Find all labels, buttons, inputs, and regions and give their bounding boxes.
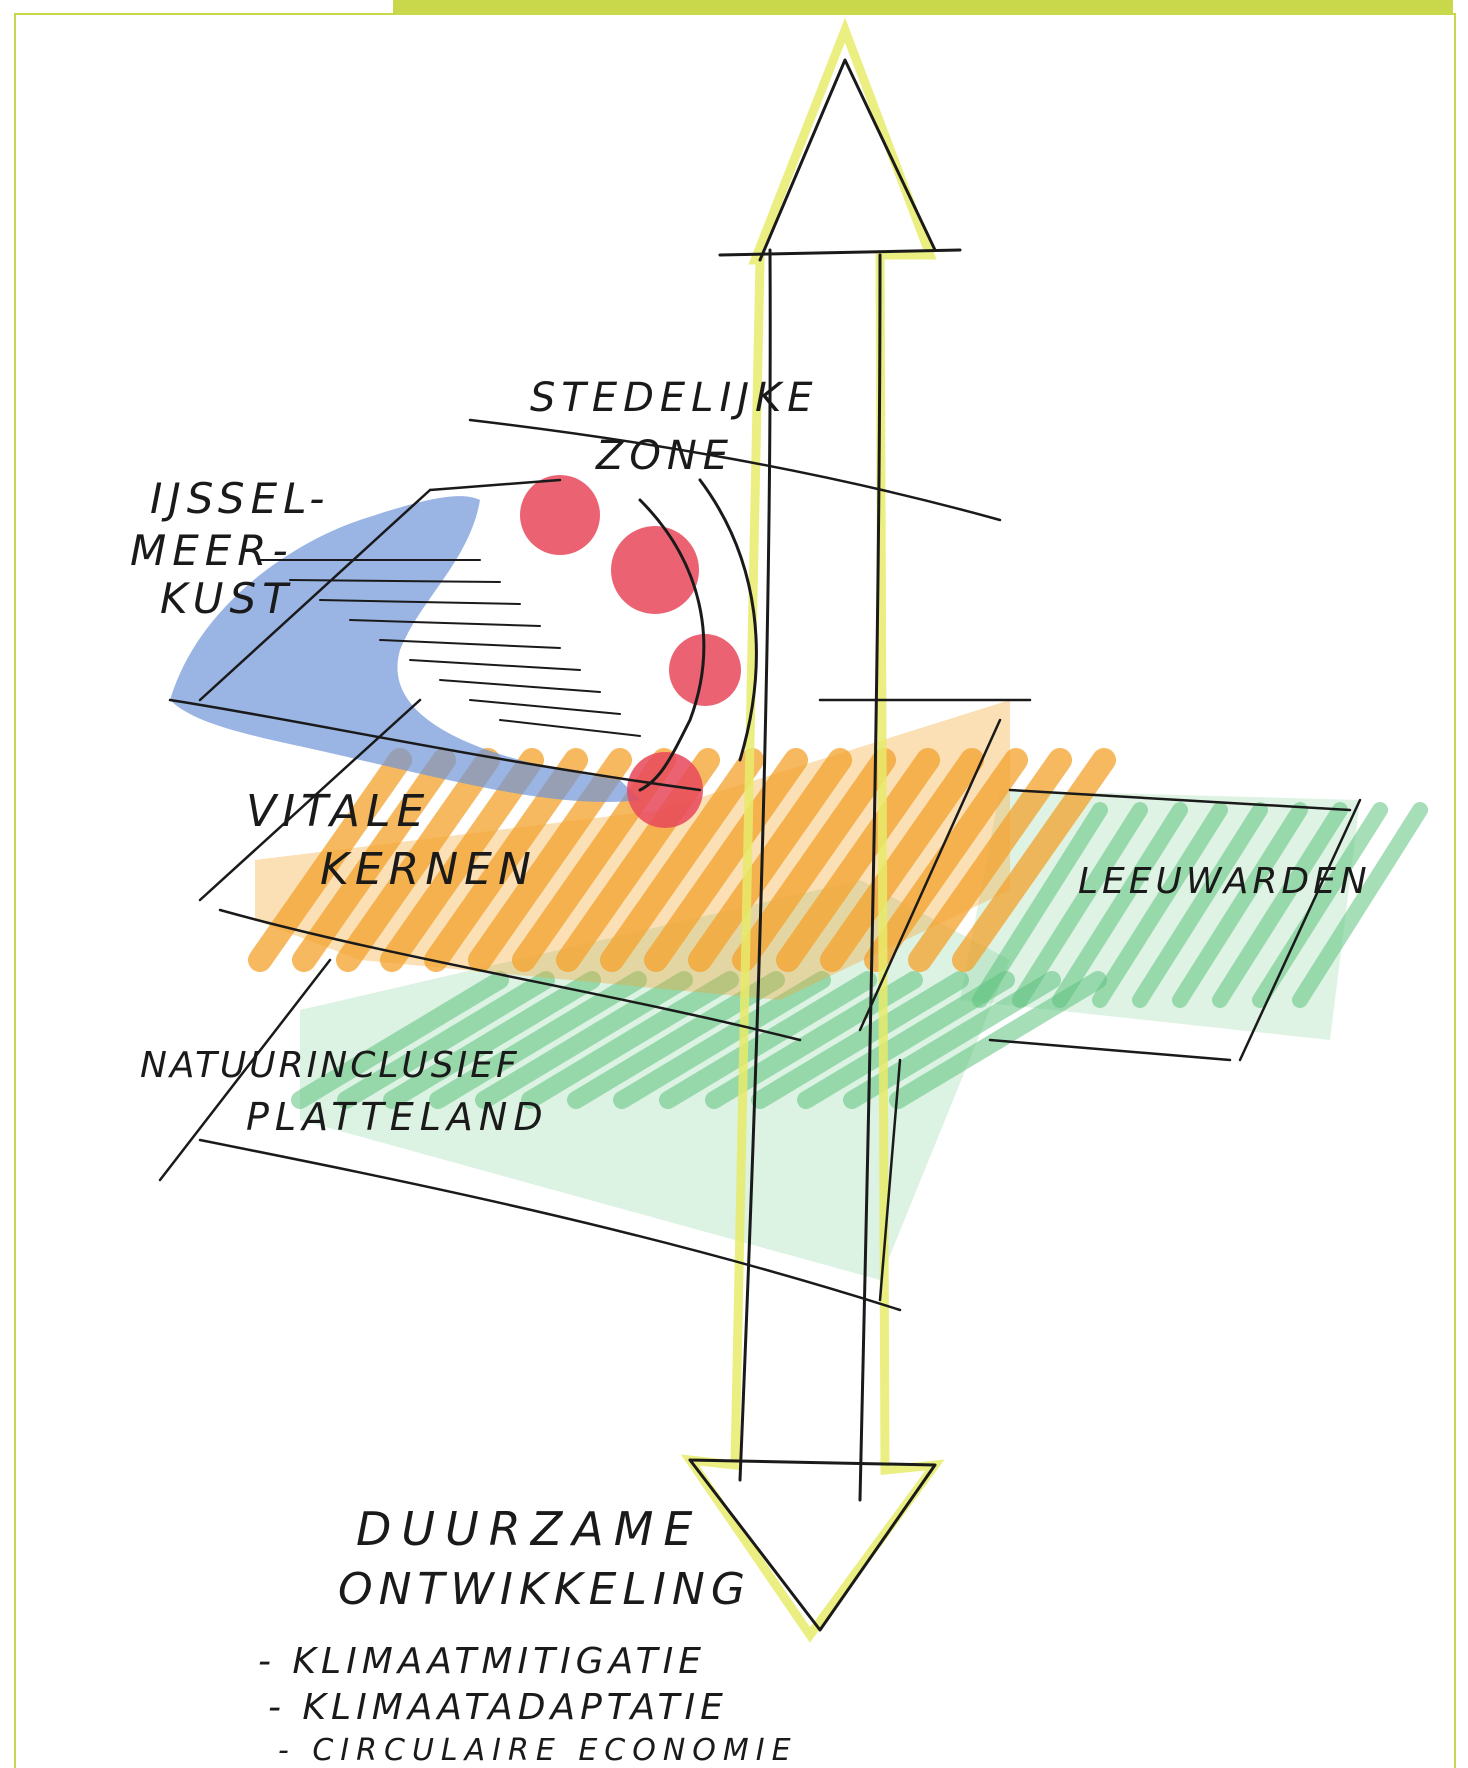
ink-stroke: [168, 698, 702, 792]
orange-stroke: [600, 748, 764, 972]
ink-stroke: [349, 619, 541, 627]
blue-zone-ijsselmeerkust: [170, 496, 640, 802]
ink-stroke: [379, 639, 561, 649]
orange-stroke: [908, 748, 1072, 972]
ink-stroke: [218, 908, 802, 1042]
ink-stroke: [198, 1138, 902, 1312]
label-ijsselmeerkust-line2: MEER-: [130, 526, 294, 575]
orange-stroke: [336, 748, 500, 972]
ink-stroke: [858, 718, 1002, 1032]
ink-stroke: [758, 58, 937, 262]
green-stroke: [659, 971, 877, 1109]
label-vitale-kernen-line2: KERNEN: [320, 844, 537, 895]
label-duurzame-line2: ONTWIKKELING: [338, 1564, 751, 1615]
ink-stroke: [988, 1038, 1232, 1062]
green-stroke: [1172, 802, 1308, 1008]
label-stedelijke-zone-line1: STEDELIJKE: [530, 375, 819, 421]
red-node: [611, 526, 699, 614]
ink-stroke: [319, 599, 521, 605]
orange-stroke: [820, 748, 984, 972]
green-stroke: [613, 971, 831, 1109]
orange-stroke: [732, 748, 896, 972]
ink-stroke: [878, 1058, 902, 1302]
ink-stroke: [428, 478, 562, 492]
ink-stroke: [439, 679, 601, 693]
ink-stroke: [1238, 798, 1362, 1062]
ink-linework: [158, 58, 1362, 1632]
ink-stroke: [688, 1458, 937, 1632]
ink-stroke: [409, 659, 581, 671]
green-stroke: [972, 802, 1108, 1008]
label-leeuwarden: LEEUWARDEN: [1078, 861, 1371, 902]
ink-stroke: [198, 698, 422, 902]
ink-stroke: [469, 699, 621, 715]
ink-stroke: [198, 488, 432, 702]
green-stroke: [475, 971, 693, 1109]
ink-stroke: [158, 958, 332, 1182]
ink-stroke: [499, 719, 641, 737]
ink-stroke: [738, 248, 772, 1482]
list-item-circulaire-economie: - CIRCULAIRE ECONOMIE: [278, 1733, 798, 1768]
green-field-leeuwarden: [960, 790, 1428, 1040]
green-stroke: [429, 971, 647, 1109]
red-node: [520, 475, 600, 555]
ink-stroke: [718, 248, 962, 257]
blue-zone-fill: [170, 496, 640, 802]
list-item-klimaatadaptatie: - KLIMAATADAPTATIE: [268, 1687, 728, 1728]
green-stroke: [751, 971, 969, 1109]
label-natuurinclusief-line1: NATUURINCLUSIEF: [140, 1045, 520, 1086]
orange-stroke: [644, 748, 808, 972]
label-stedelijke-zone-line2: ZONE: [596, 433, 735, 479]
green-stroke: [521, 971, 739, 1109]
green-stroke: [1252, 802, 1388, 1008]
orange-stroke: [776, 748, 940, 972]
ink-stroke: [1008, 788, 1352, 812]
red-nodes-stedelijke-zone: [520, 475, 741, 828]
top-accent-bar: [393, 0, 1453, 13]
label-natuurinclusief-line2: PLATTELAND: [246, 1095, 549, 1139]
orange-stroke: [688, 748, 852, 972]
ink-stroke: [698, 478, 758, 762]
page-frame: [14, 13, 1456, 1768]
orange-stroke: [292, 748, 456, 972]
ink-stroke: [289, 579, 501, 583]
green-stroke: [1292, 802, 1428, 1008]
green-stroke: [383, 971, 601, 1109]
ink-stroke: [638, 498, 706, 792]
green-stroke: [1052, 802, 1188, 1008]
orange-stroke: [864, 748, 1028, 972]
green-stroke: [1132, 802, 1268, 1008]
green-stroke: [1212, 802, 1348, 1008]
green-stroke: [1012, 802, 1148, 1008]
red-node: [669, 634, 741, 706]
label-duurzame-line1: DUURZAME: [356, 1502, 703, 1556]
ink-stroke: [858, 253, 882, 1502]
label-vitale-kernen-line1: VITALE: [246, 786, 431, 837]
green-stroke: [337, 971, 555, 1109]
green-stroke: [291, 971, 509, 1109]
list-item-klimaatmitigatie: - KLIMAATMITIGATIE: [258, 1641, 706, 1682]
ink-stroke: [468, 418, 1002, 522]
label-ijsselmeerkust-line1: IJSSEL-: [150, 474, 331, 523]
red-node: [627, 752, 703, 828]
orange-stroke: [380, 748, 544, 972]
label-ijsselmeerkust-line3: KUST: [160, 574, 294, 623]
green-stroke: [1092, 802, 1228, 1008]
